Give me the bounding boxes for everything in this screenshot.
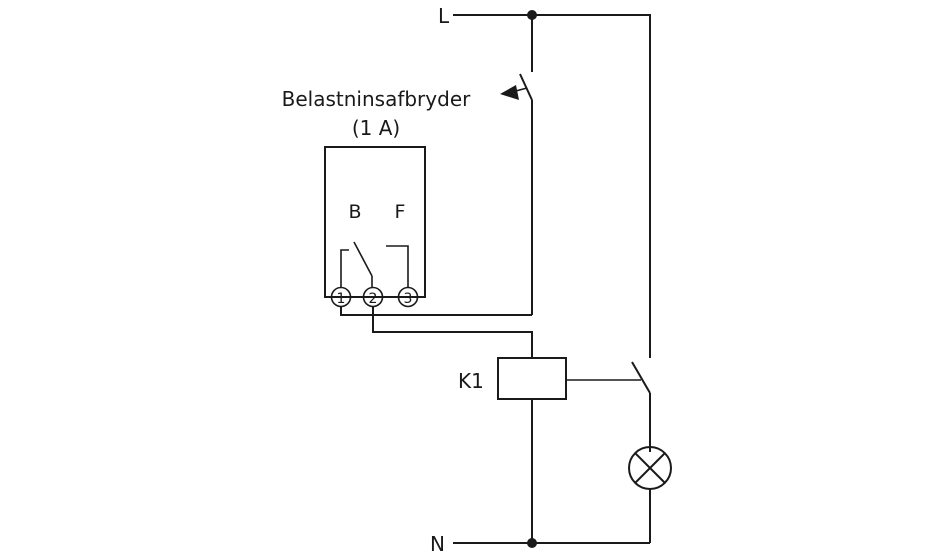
neutral-rail <box>453 538 650 548</box>
load-breaker-title: Belastninsafbryder <box>282 87 471 111</box>
load-breaker-rating: (1 A) <box>352 116 400 140</box>
line-rail <box>453 10 651 358</box>
neutral-junction-dot <box>527 538 537 548</box>
line-label: L <box>438 4 450 28</box>
neutral-label: N <box>430 532 445 556</box>
svg-text:1: 1 <box>337 291 346 307</box>
lamp-icon <box>628 446 672 543</box>
push-arrow-icon <box>500 85 519 100</box>
terminal-3: 3 <box>397 286 419 308</box>
contact-b-label: B <box>348 201 361 223</box>
manual-switch <box>500 73 533 315</box>
relay-label: K1 <box>458 369 484 393</box>
contact-f-label: F <box>395 201 406 223</box>
line-junction-dot <box>527 10 537 20</box>
relay-contact <box>566 361 651 452</box>
load-breaker: Belastninsafbryder (1 A) B F 1 2 3 <box>282 87 471 308</box>
svg-text:2: 2 <box>369 291 378 307</box>
svg-text:3: 3 <box>404 291 413 307</box>
load-breaker-box <box>324 146 426 298</box>
relay-coil <box>497 357 567 400</box>
